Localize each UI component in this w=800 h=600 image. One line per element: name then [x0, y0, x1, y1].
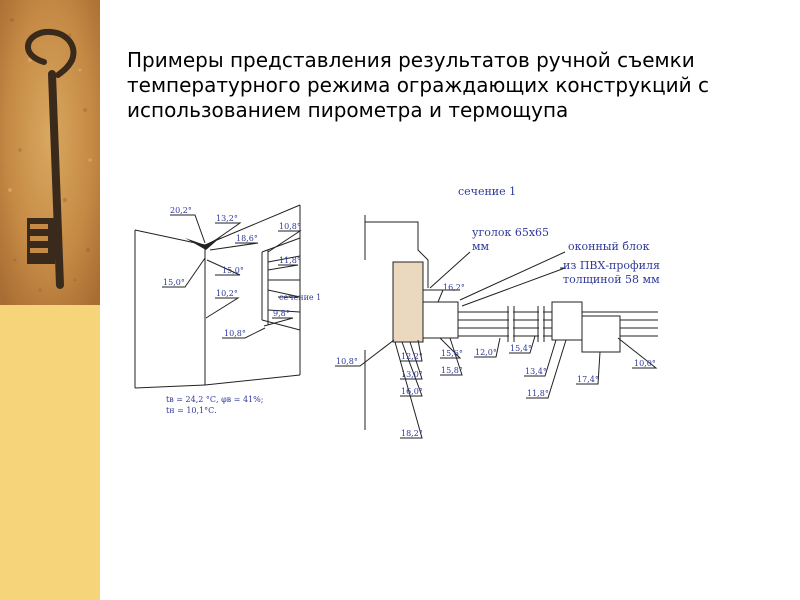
angle-unit-label: мм: [472, 240, 490, 253]
temp-label: 17,4°: [577, 375, 599, 384]
temp-label: 13,2°: [216, 214, 238, 223]
temp-label: 10,8°: [224, 329, 246, 338]
temp-label: 15,6°: [441, 349, 463, 358]
temp-label: 10,2°: [216, 289, 238, 298]
legend-line-1: tв = 24,2 °С, φв = 41%;: [166, 395, 263, 404]
frame-box: [422, 301, 459, 339]
corner-temperature-labels: 20,2° 13,2° 18,6° 10,8° 11,8° 15,0° 15,0…: [163, 206, 321, 415]
temp-label: 12,2°: [401, 352, 423, 361]
temp-label: 15,4°: [510, 344, 532, 353]
legend-line-2: tн = 10,1°С.: [166, 406, 217, 415]
corner-view: [134, 204, 302, 389]
section-view: [335, 215, 658, 439]
temp-label: 18,6°: [236, 234, 258, 243]
temp-label: 10,8°: [279, 222, 301, 231]
temp-label: 15,0°: [222, 266, 244, 275]
temp-label: 13,0°: [401, 370, 423, 379]
section-title: сечение 1: [458, 185, 516, 198]
temp-label: 9,8°: [273, 309, 290, 318]
temp-label: 11,8°: [279, 256, 301, 265]
angle-label: уголок 65х65: [472, 226, 549, 239]
sash-box: [551, 301, 583, 341]
pvc-profile-block: [392, 261, 424, 343]
temp-label: 10,0°: [634, 359, 656, 368]
temp-label: 15,8°: [441, 366, 463, 375]
temp-label: 18,2°: [401, 429, 423, 438]
sidebar-strip: [0, 0, 100, 600]
key-photo: [0, 0, 100, 305]
key-icon: [24, 28, 77, 289]
thickness-label: толщиной 58 мм: [563, 273, 660, 286]
temp-label: 15,0°: [163, 278, 185, 287]
profile-label: из ПВХ-профиля: [563, 259, 660, 272]
temp-label: 20,2°: [170, 206, 192, 215]
window-label: оконный блок: [568, 240, 650, 253]
sash-box: [581, 315, 621, 353]
temp-label: 10,8°: [336, 357, 358, 366]
temp-label: 16,2°: [443, 283, 465, 292]
section-temperature-labels: 16,2° 10,8° 12,2° 13,0° 16,0° 18,2° 15,6…: [336, 283, 656, 438]
temp-label: 13,4°: [525, 367, 547, 376]
section-marker-label: сечение 1: [279, 293, 321, 302]
temp-label: 11,8°: [527, 389, 549, 398]
page-title: Примеры представления результатов ручной…: [127, 48, 709, 122]
temp-label: 16,0°: [401, 387, 423, 396]
section-text-labels: сечение 1 уголок 65х65 мм оконный блок и…: [458, 185, 660, 286]
temp-label: 12,0°: [475, 348, 497, 357]
